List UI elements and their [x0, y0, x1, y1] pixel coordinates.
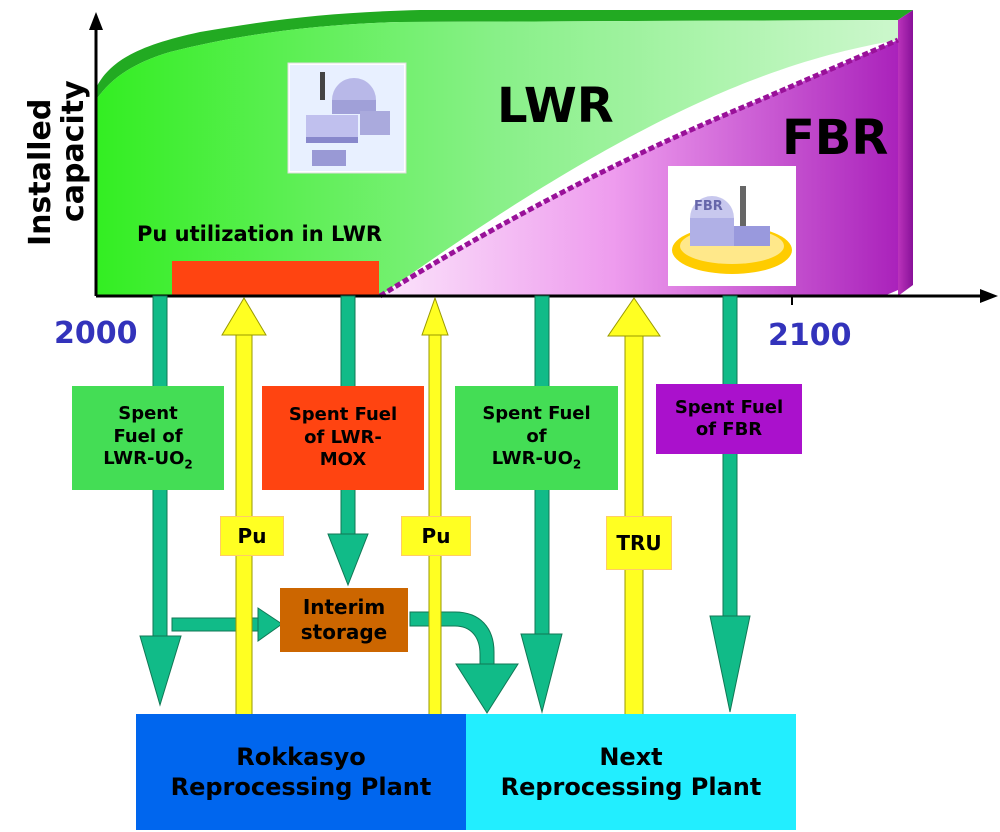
label-spent-fuel-fbr: Spent Fuel of FBR: [656, 384, 802, 454]
arrow-pu-1: [221, 297, 267, 717]
label-tru: TRU: [606, 516, 672, 570]
fbr-side: [898, 10, 913, 296]
label-line: Pu: [237, 523, 267, 548]
label-line: of: [526, 425, 547, 447]
arrow-spent-fbr: [709, 295, 751, 713]
label-line: Pu: [421, 523, 451, 548]
fbr-plant-icon: FBR: [668, 166, 796, 286]
label-spent-fuel-lwr-uo2-2: Spent Fuel of LWR-UO2: [455, 386, 618, 490]
label-line: LWR-UO2: [103, 448, 193, 473]
label-line: LWR-UO2: [492, 448, 582, 473]
lwr-top-edge: [96, 10, 913, 100]
label-pu-2: Pu: [401, 516, 471, 556]
pu-utilization-bar: [172, 261, 379, 297]
subscript: 2: [184, 457, 193, 472]
y-axis-arrowhead: [89, 12, 103, 30]
lwr-fbr-boundary: [378, 37, 899, 299]
label-line: Spent Fuel: [288, 404, 398, 426]
subscript: 2: [572, 457, 582, 472]
lwr-label: LWR: [497, 78, 614, 134]
label-interim-storage: Interim storage: [280, 588, 408, 652]
label-line: of FBR: [695, 419, 763, 440]
label-line: TRU: [616, 530, 662, 555]
arrow-tru: [607, 297, 661, 717]
label-text: LWR-UO: [491, 448, 573, 470]
label-line: Fuel of: [113, 425, 183, 447]
fbr-label: FBR: [782, 110, 888, 166]
next-reprocessing-plant: Next Reprocessing Plant: [466, 714, 796, 830]
label-spent-fuel-lwr-uo2-1: Spent Fuel of LWR-UO2: [72, 386, 224, 490]
plant-line: Reprocessing Plant: [170, 773, 432, 801]
plant-line: Next: [599, 743, 663, 771]
arrow-interim-to-next: [409, 611, 519, 714]
label-line: Spent Fuel: [674, 396, 784, 418]
lwr-plant-icon: [287, 62, 407, 174]
arrow-to-interim: [171, 607, 283, 642]
label-line: MOX: [319, 449, 367, 471]
rokkasyo-reprocessing-plant: Rokkasyo Reprocessing Plant: [136, 714, 466, 830]
x-axis-arrowhead: [980, 289, 998, 303]
label-line: Spent Fuel: [482, 403, 591, 425]
fbr-icon-text: FBR: [694, 199, 723, 214]
x-label-2000: 2000: [54, 316, 138, 351]
y-axis-label-line1: Installed: [23, 99, 58, 246]
arrow-pu-2: [421, 296, 449, 717]
label-line: storage: [300, 620, 388, 644]
label-line: Spent: [118, 403, 178, 425]
arrow-spent-lwr-uo2-1: [139, 295, 182, 707]
label-pu-1: Pu: [220, 516, 284, 556]
x-label-2100: 2100: [768, 318, 852, 353]
pu-utilization-label: Pu utilization in LWR: [137, 222, 382, 246]
label-line: of LWR-: [304, 426, 382, 448]
y-axis-label-line2: capacity: [56, 80, 91, 222]
label-line: Interim: [302, 595, 386, 619]
label-text: LWR-UO: [103, 448, 185, 470]
arrow-spent-lwr-uo2-2: [520, 295, 563, 714]
plant-line: Reprocessing Plant: [500, 773, 762, 801]
label-spent-fuel-lwr-mox: Spent Fuel of LWR- MOX: [262, 386, 424, 490]
plant-line: Rokkasyo: [236, 743, 366, 771]
